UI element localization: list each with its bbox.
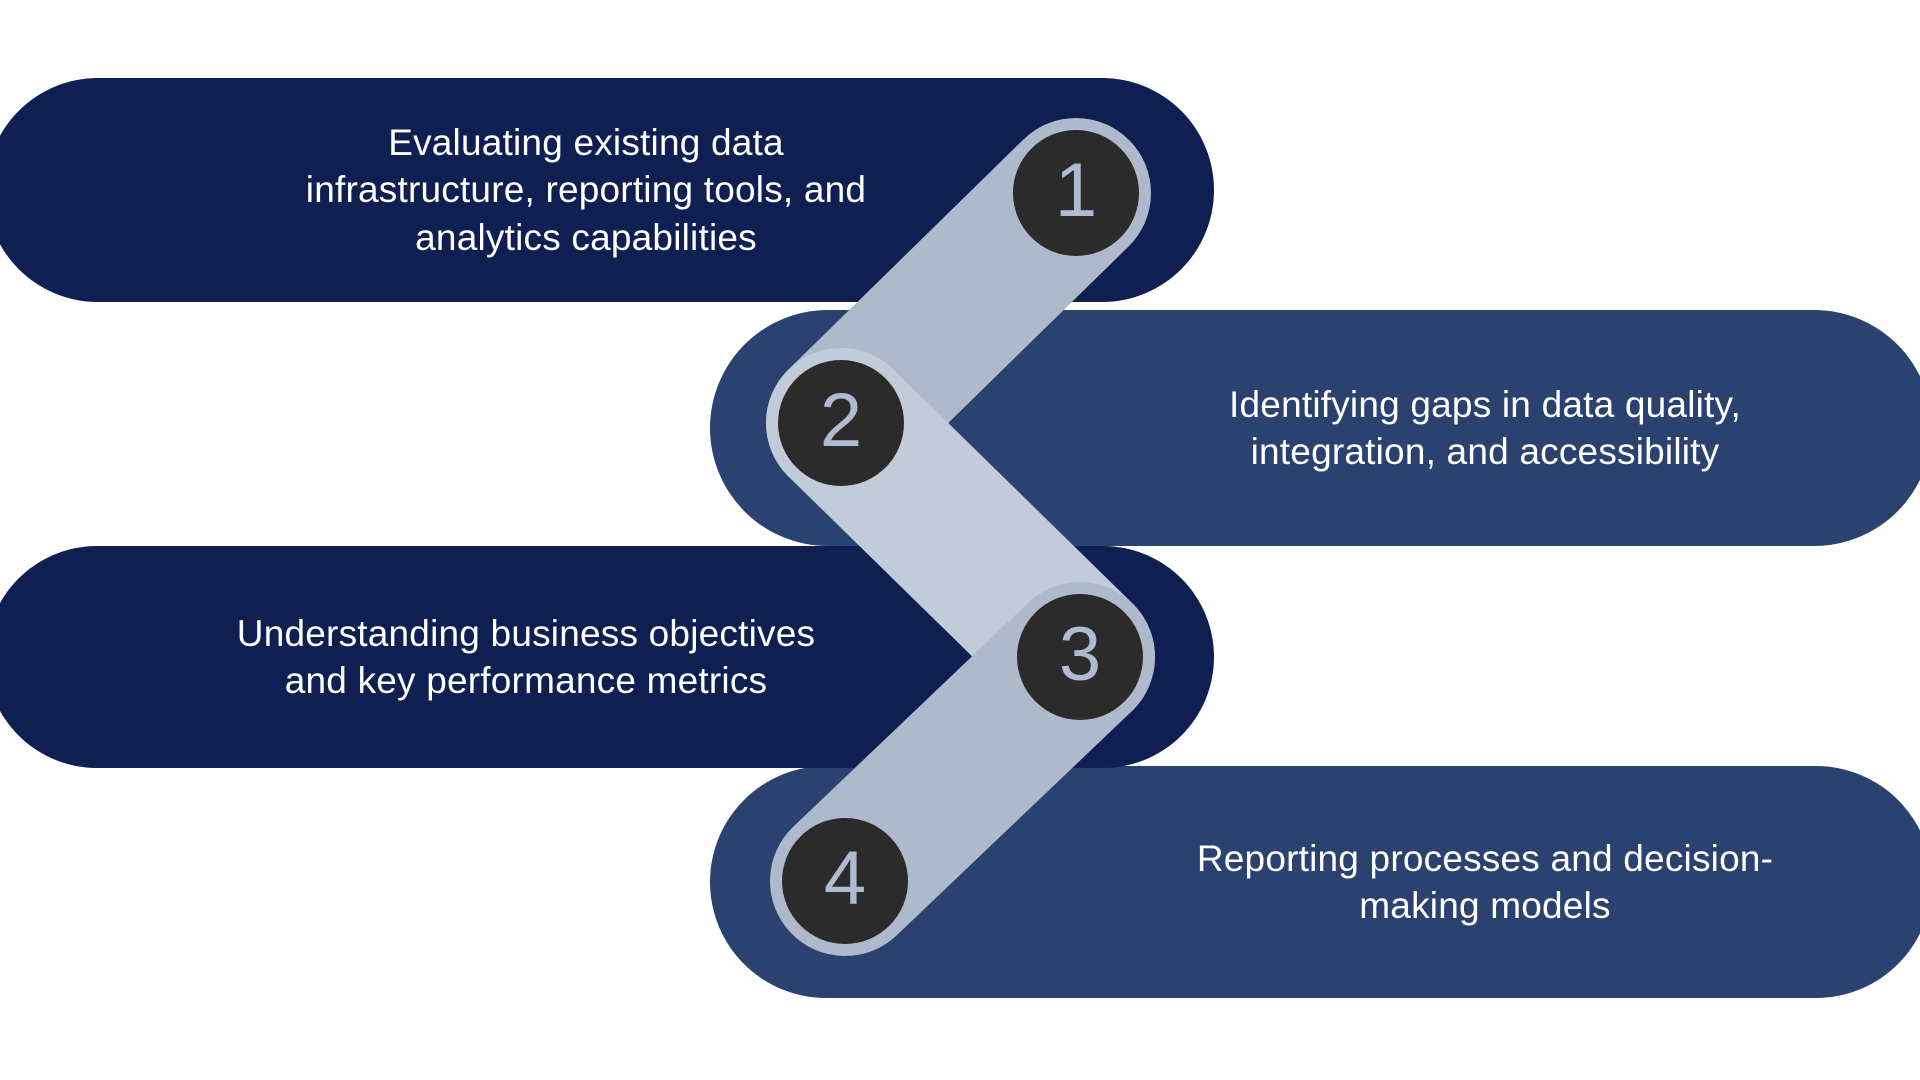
step-badge-2[interactable]: 2 <box>778 360 904 486</box>
step-label-4: Reporting processes and decision- making… <box>1196 837 1774 926</box>
step-badge-3[interactable]: 3 <box>1017 594 1143 720</box>
step-label-2: Identifying gaps in data quality, integr… <box>1229 383 1741 472</box>
step-number-3: 3 <box>1058 612 1102 697</box>
step-label-1: Evaluating existing data infrastructure,… <box>305 121 867 258</box>
step-label-3: Understanding business objectives and ke… <box>236 612 816 701</box>
step-badge-1[interactable]: 1 <box>1013 130 1139 256</box>
step-badge-4[interactable]: 4 <box>782 818 908 944</box>
step-number-4: 4 <box>823 836 867 921</box>
step-number-2: 2 <box>819 378 863 463</box>
step-number-1: 1 <box>1054 148 1098 233</box>
